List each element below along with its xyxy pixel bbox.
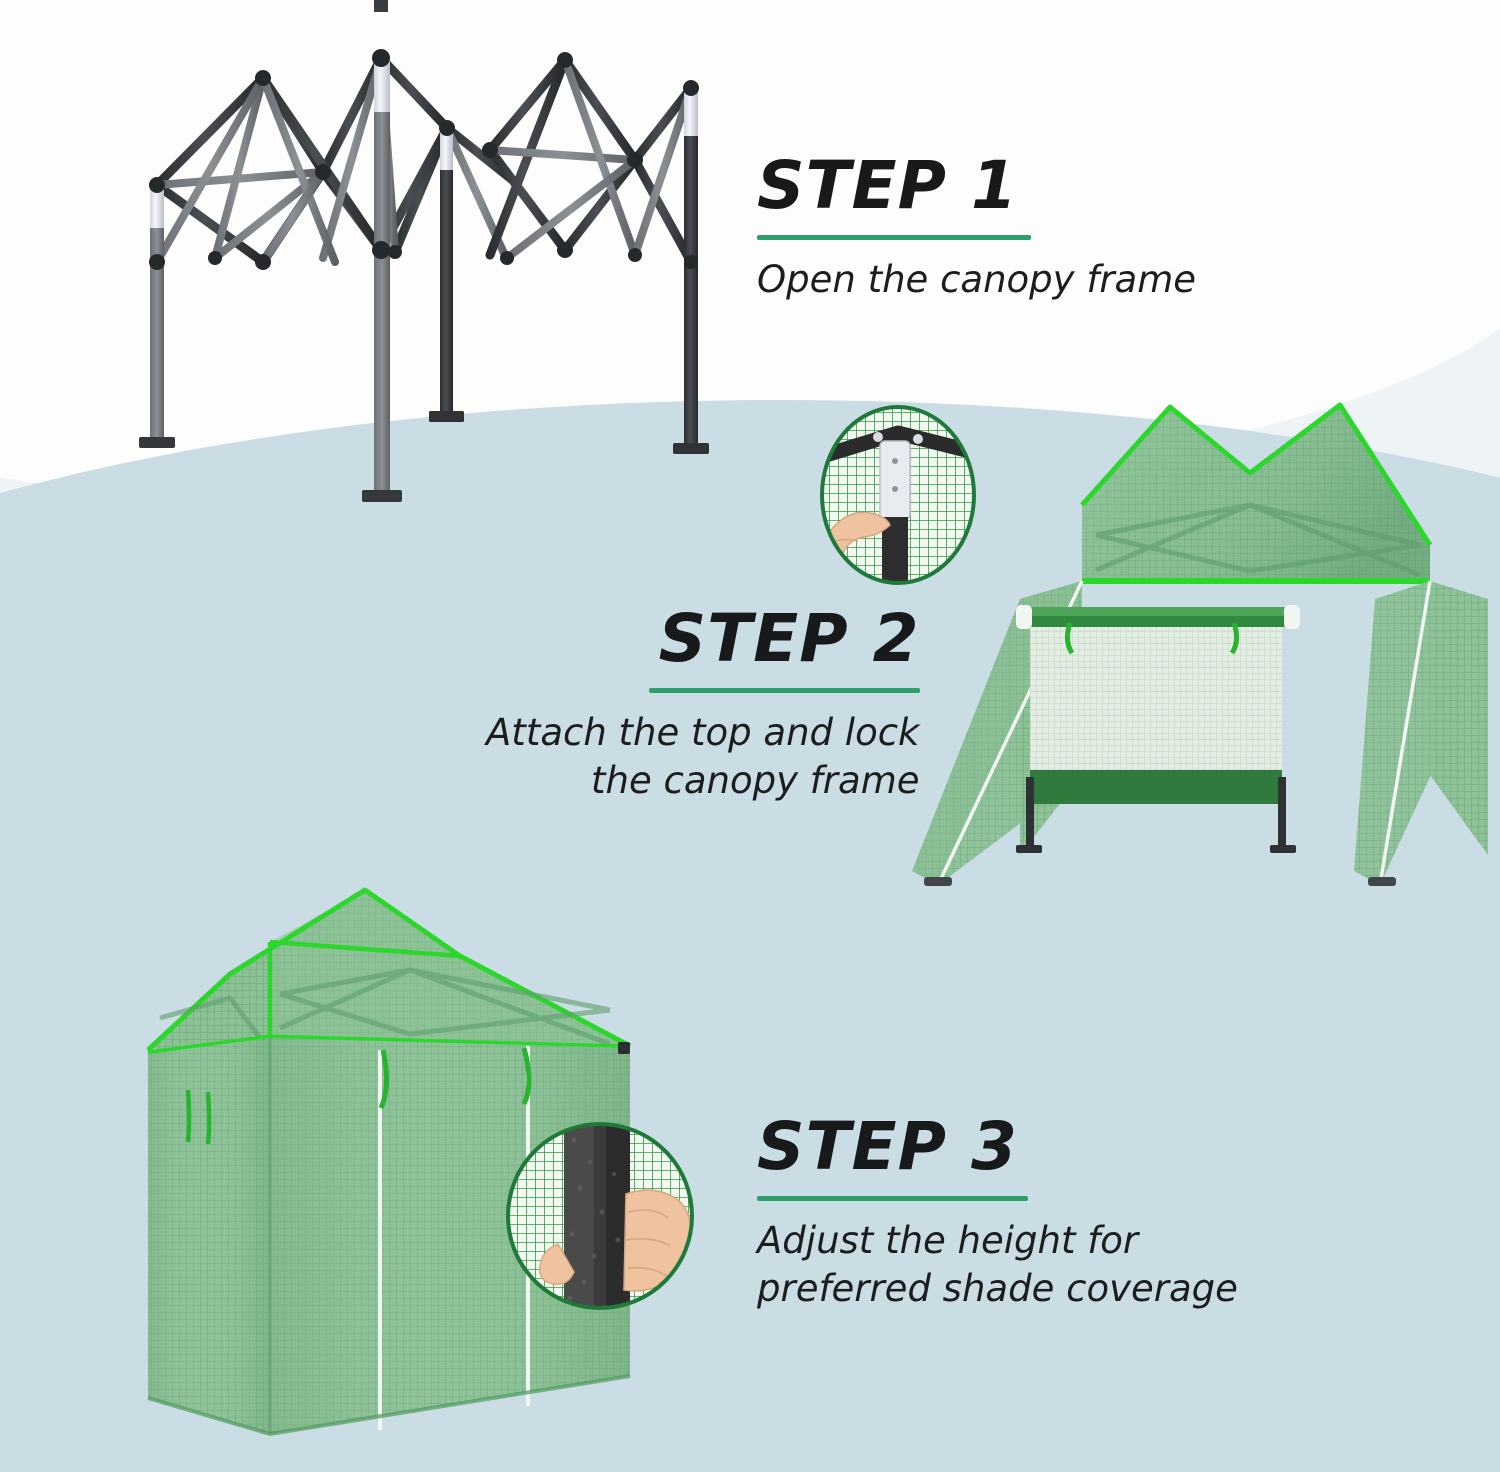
greenhouse-body-closed xyxy=(146,887,632,1437)
greenhouse-open-illustration xyxy=(820,385,1500,925)
step-2-description: Attach the top and lock the canopy frame xyxy=(486,710,920,803)
step-3-block: STEP 3 Adjust the height for preferred s… xyxy=(757,1108,1238,1314)
frame-hinges xyxy=(149,49,699,270)
step-3-title: STEP 3 xyxy=(757,1108,1018,1185)
step-2-title: STEP 2 xyxy=(658,600,920,677)
greenhouse-body-open xyxy=(912,402,1488,886)
canopy-frame-illustration xyxy=(95,0,715,520)
inset-lock-slider xyxy=(820,405,976,585)
inset-height-pole xyxy=(506,1122,694,1310)
step-3-divider xyxy=(757,1195,1028,1201)
step-1-description: Open the canopy frame xyxy=(757,257,1197,301)
step-2-divider xyxy=(648,687,920,693)
frame-legs xyxy=(139,56,709,502)
step-1-divider xyxy=(757,234,1031,240)
step-1-block: STEP 1 Open the canopy frame xyxy=(757,147,1197,304)
step-1-title: STEP 1 xyxy=(757,147,1018,224)
step-2-block: STEP 2 Attach the top and lock the canop… xyxy=(486,600,920,806)
step-3-description: Adjust the height for preferred shade co… xyxy=(757,1218,1238,1311)
greenhouse-closed-illustration xyxy=(130,878,700,1448)
